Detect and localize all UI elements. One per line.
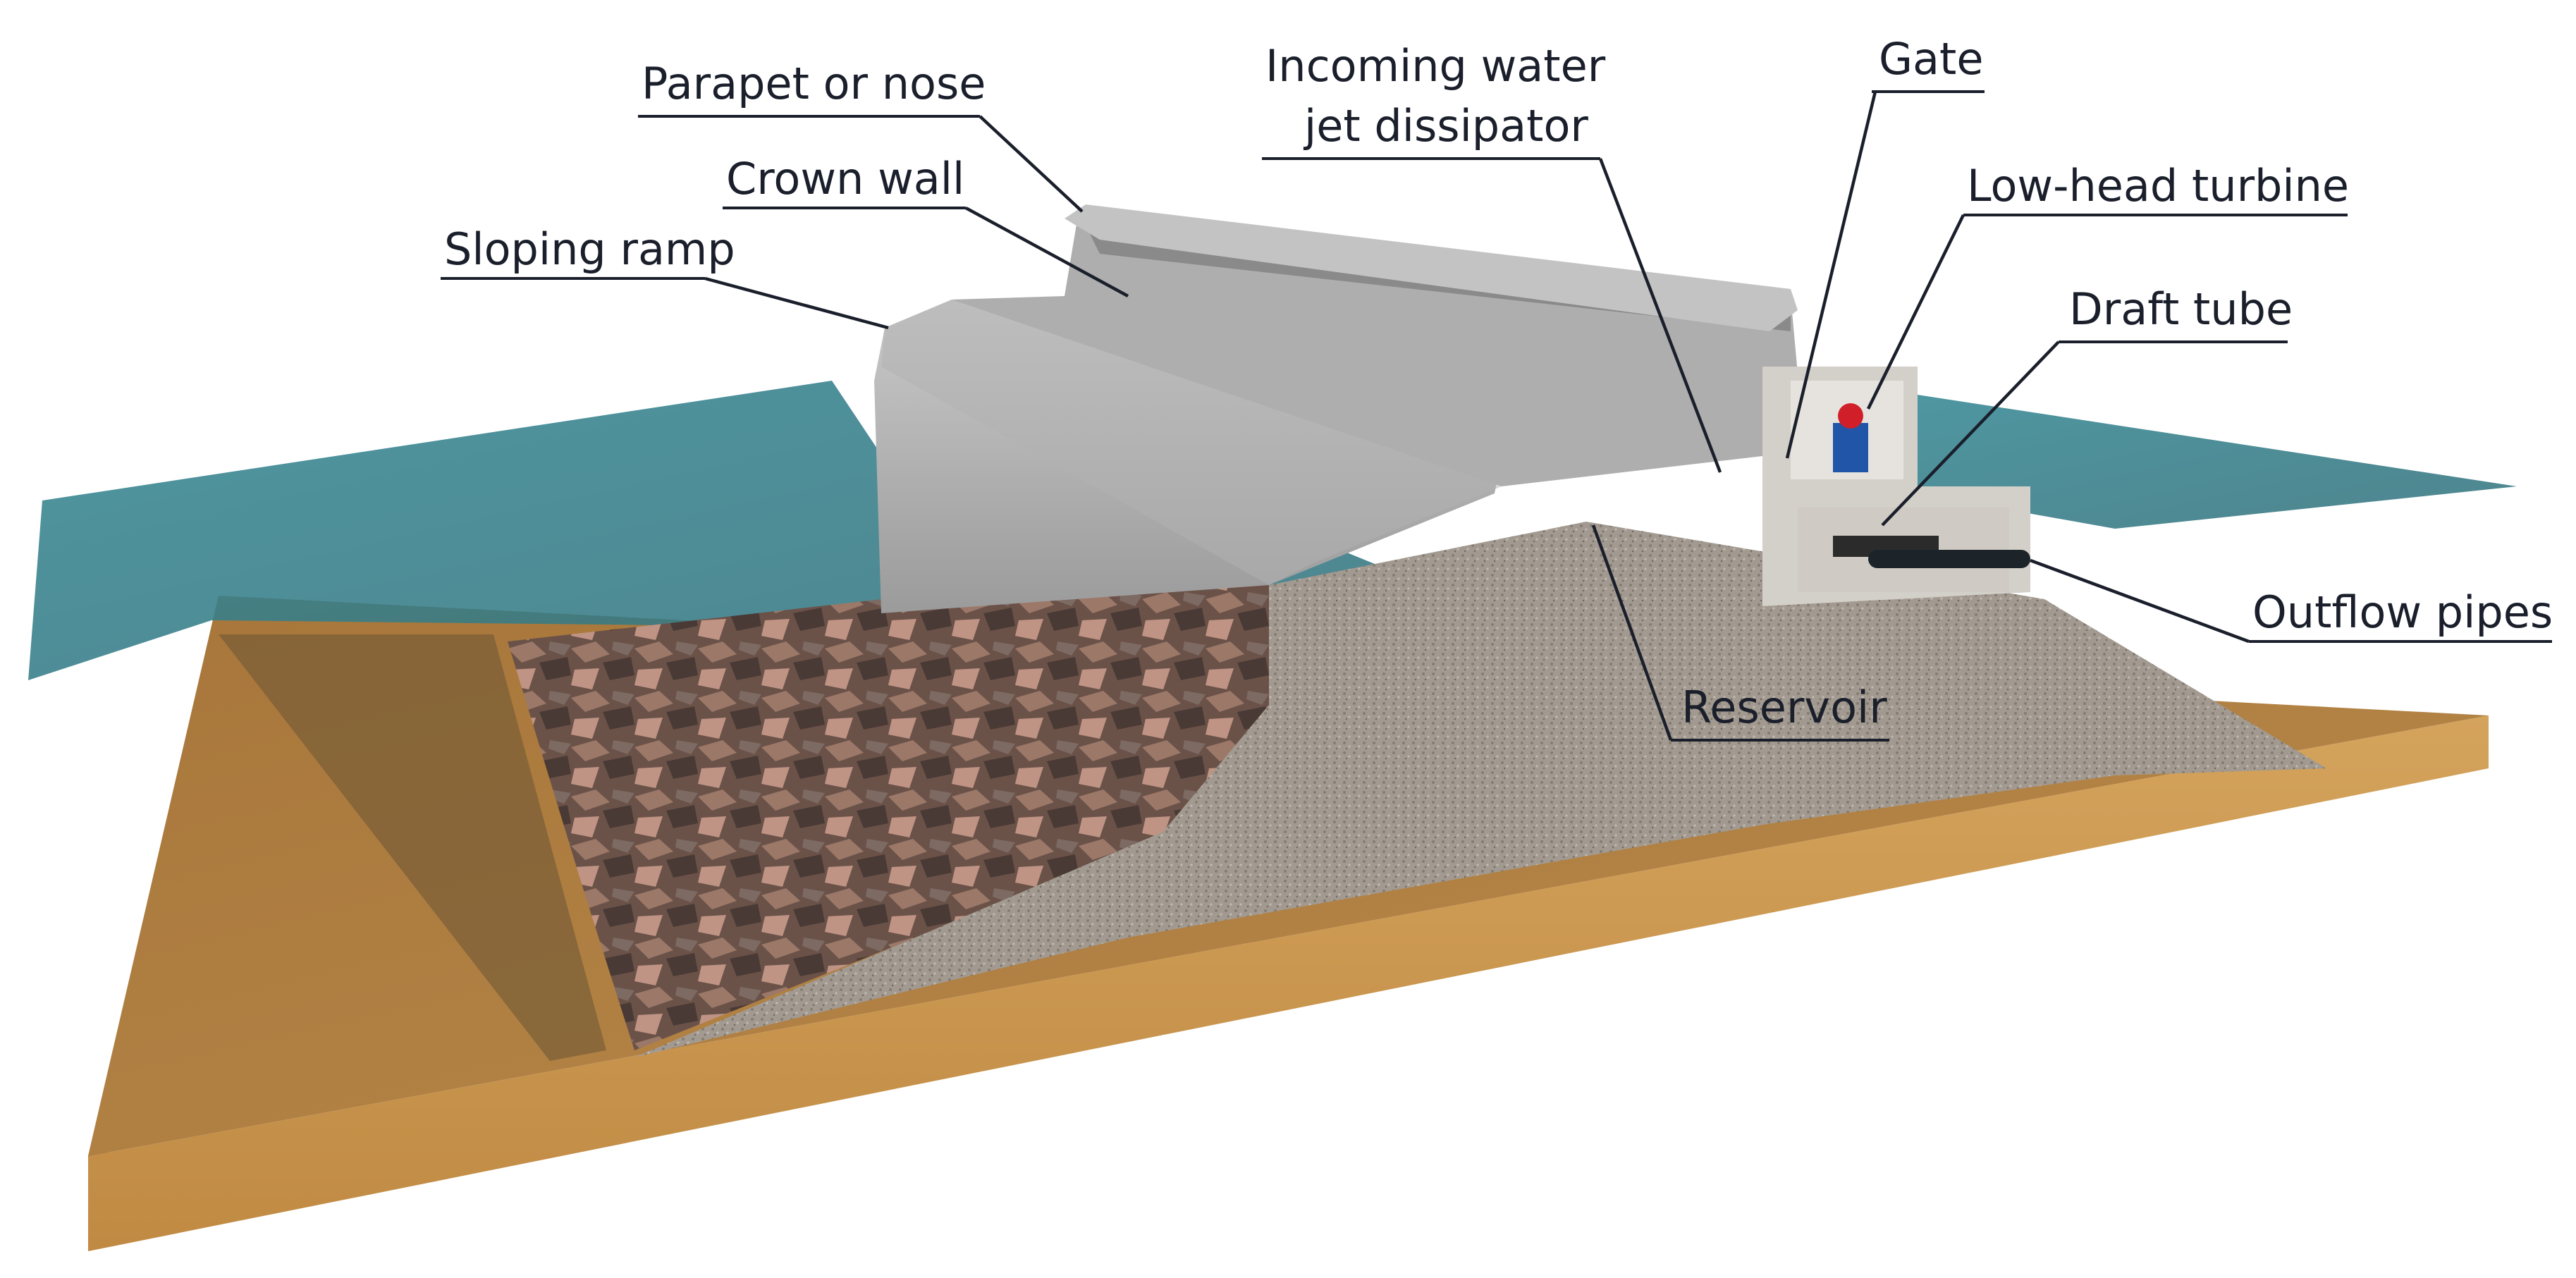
parapet-label: Parapet or nose: [642, 58, 986, 109]
sea-water-right: [1918, 395, 2517, 529]
turbine-label: Low-head turbine: [1967, 160, 2349, 211]
rock-armour: [508, 578, 1269, 1050]
powerhouse: [1762, 367, 2030, 606]
crown-wall-label: Crown wall: [726, 153, 964, 204]
label-sloping-ramp: Sloping ramp: [441, 223, 889, 330]
gravel-core: [634, 522, 2326, 1057]
gate-label: Gate: [1879, 33, 1984, 85]
outflow-label: Outflow pipes: [2252, 586, 2553, 638]
label-crown-wall: Crown wall: [723, 153, 1129, 297]
label-parapet-or-nose: Parapet or nose: [638, 58, 1084, 213]
dissipator-label-line1: Incoming water: [1265, 40, 1606, 92]
label-draft-tube: Draft tube: [1881, 283, 2293, 527]
sloping-ramp-label: Sloping ramp: [444, 223, 735, 275]
reservoir-label: Reservoir: [1681, 682, 1887, 733]
dissipator-label-line2: jet dissipator: [1303, 100, 1588, 152]
low-head-turbine: [1833, 403, 1868, 472]
outflow-pipe: [1868, 550, 2030, 568]
parapet-nose: [1065, 204, 1798, 331]
label-gate: Gate: [1785, 33, 1985, 459]
draft-tube-label: Draft tube: [2069, 283, 2293, 335]
label-low-head-turbine: Low-head turbine: [1866, 160, 2349, 410]
label-incoming-water-jet-dissipator: Incoming water jet dissipator: [1262, 40, 1722, 473]
label-reservoir: Reservoir: [1591, 524, 1889, 742]
label-outflow-pipes: Outflow pipes: [2030, 558, 2553, 644]
